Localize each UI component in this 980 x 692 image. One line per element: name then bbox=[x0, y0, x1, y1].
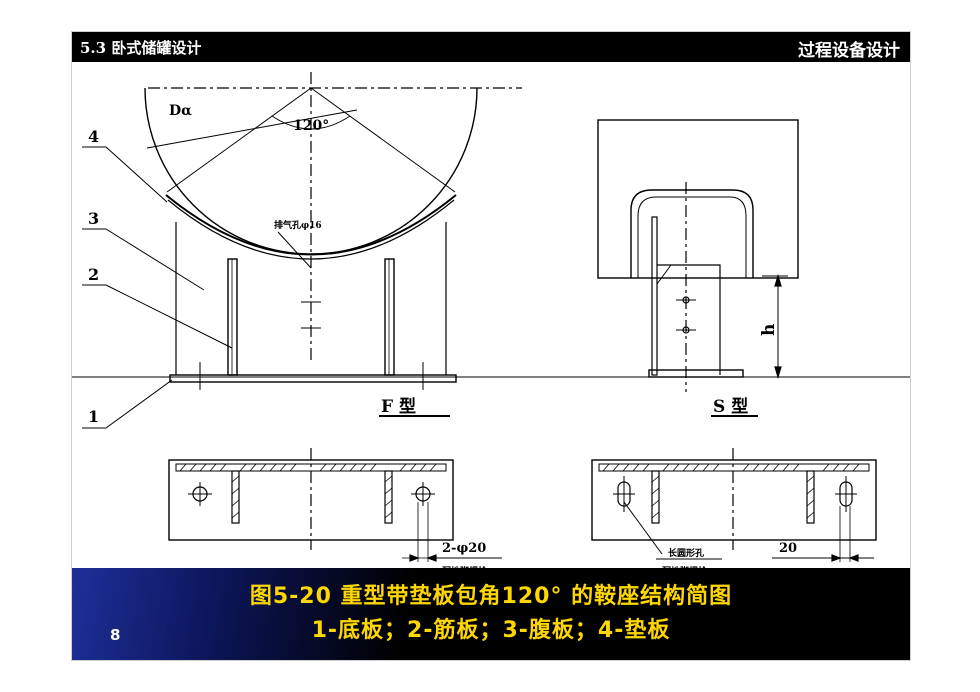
page-number: 8 bbox=[110, 626, 121, 644]
figure-caption: 图5-20 重型带垫板包角120° 的鞍座结构简图 bbox=[249, 584, 733, 609]
part-number-1: 1 bbox=[88, 407, 99, 426]
slide: 5.3 卧式储罐设计 过程设备设计 bbox=[71, 31, 911, 661]
section-title: 5.3 卧式储罐设计 bbox=[80, 39, 202, 57]
angle-label: 120° bbox=[293, 118, 329, 134]
f-hole-dim-label: 2-φ20 bbox=[442, 541, 486, 556]
part-number-4: 4 bbox=[88, 127, 99, 146]
s-slot-label: 长圆形孔 bbox=[668, 547, 704, 559]
parts-legend: 1-底板；2-筋板；3-腹板；4-垫板 bbox=[311, 618, 671, 643]
vent-hole-label: 排气孔φ16 bbox=[274, 219, 322, 231]
course-title: 过程设备设计 bbox=[798, 41, 900, 61]
header-bar: 5.3 卧式储罐设计 过程设备设计 bbox=[72, 32, 910, 62]
s-dim-label: 20 bbox=[779, 541, 797, 556]
part-number-2: 2 bbox=[88, 265, 99, 284]
s-type-label: S 型 bbox=[713, 396, 748, 417]
saddle-drawing: 4 3 2 1 Dα 120° 排气孔φ16 h F 型 S 型 2-φ20 配… bbox=[72, 72, 910, 577]
caption-bar: 图5-20 重型带垫板包角120° 的鞍座结构简图 1-底板；2-筋板；3-腹板… bbox=[72, 568, 910, 660]
f-type-label: F 型 bbox=[381, 396, 416, 417]
height-label: h bbox=[759, 324, 779, 336]
part-number-3: 3 bbox=[88, 209, 99, 228]
diameter-label: Dα bbox=[169, 103, 192, 119]
